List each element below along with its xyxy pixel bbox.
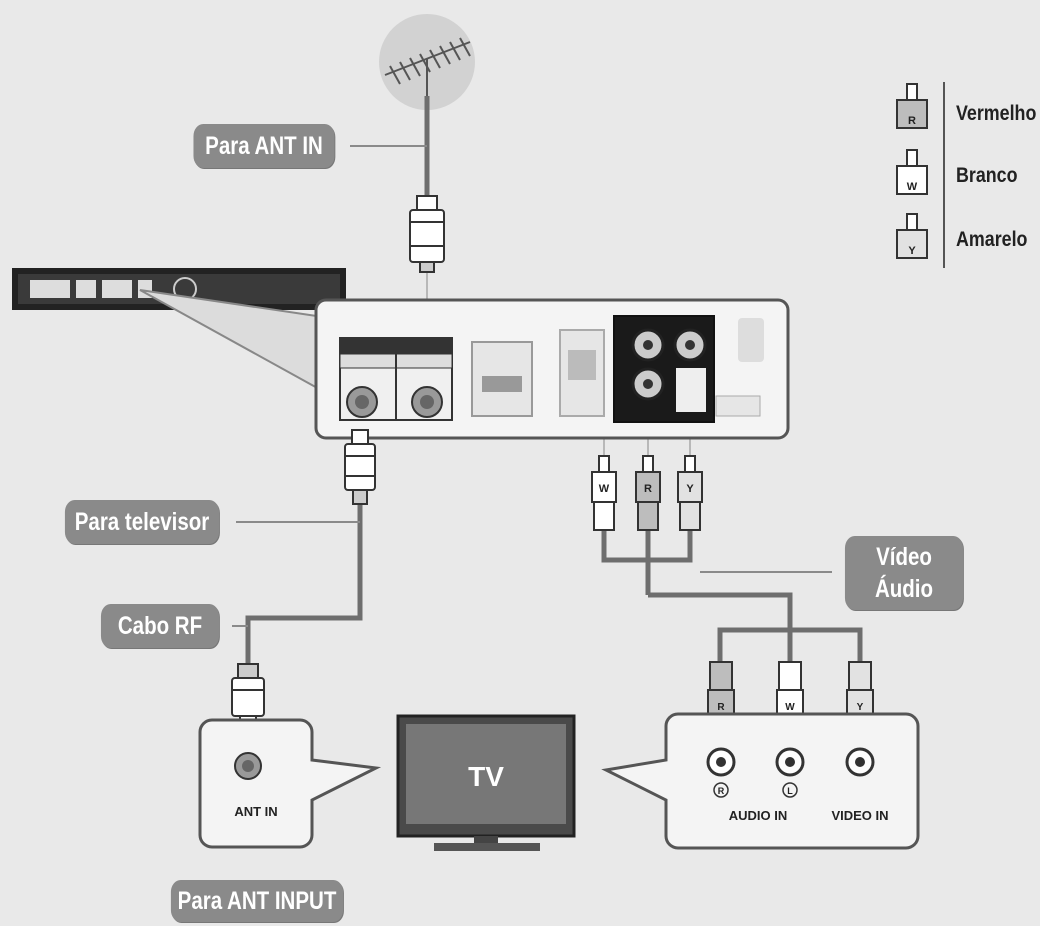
callout-ant-input: Para ANT INPUT: [170, 880, 344, 922]
leader-lines: [232, 145, 832, 627]
rf-cable: [245, 505, 363, 668]
plug-r-top-letter: R: [644, 483, 652, 495]
legend-yellow-label: Amarelo: [956, 228, 1028, 251]
video-in-label: VIDEO IN: [831, 808, 888, 823]
legend-white-letter: W: [907, 181, 918, 193]
plug-y-bottom-letter: Y: [857, 702, 864, 713]
legend-red-letter: R: [908, 115, 916, 127]
av-cable-run: [648, 592, 793, 630]
rca-plug-w-top-icon: [591, 455, 617, 531]
callout-cabo-rf: Cabo RF: [100, 604, 220, 648]
tv-label: TV: [468, 761, 504, 792]
rca-plug-y-top-icon: [677, 455, 703, 531]
legend-yellow-letter: Y: [908, 245, 916, 257]
legend-white-plug-icon: [896, 149, 928, 195]
audio-r-label: R: [718, 786, 725, 796]
plug-y-top-letter: Y: [686, 483, 694, 495]
legend-yellow-plug-icon: [896, 213, 928, 259]
legend-red-label: Vermelho: [956, 102, 1037, 125]
callout-video-text: Vídeo: [876, 543, 932, 571]
tv-ant-in-label: ANT IN: [234, 804, 277, 819]
plug-w-bottom-letter: W: [785, 702, 795, 713]
antenna-icon: [379, 14, 475, 110]
callout-video-audio: Vídeo Áudio: [844, 536, 964, 610]
cables: [245, 96, 863, 668]
rca-plugs-top: [591, 455, 703, 531]
coax-plug-out-icon: [344, 429, 376, 505]
legend-box: [896, 82, 945, 268]
audio-in-label: AUDIO IN: [729, 808, 788, 823]
tv-av-panel: [601, 712, 920, 850]
tv-ant-panel: [198, 718, 382, 849]
rca-plug-r-top-icon: [635, 455, 661, 531]
tv-icon: [396, 714, 576, 851]
plug-w-top-letter: W: [599, 483, 610, 495]
coax-plug-antenna-icon: [409, 195, 445, 273]
callout-televisor: Para televisor: [64, 500, 220, 544]
legend-white-label: Branco: [956, 164, 1018, 187]
rear-panel-closeup: [314, 298, 790, 440]
legend-red-plug-icon: [896, 83, 928, 129]
plug-r-bottom-letter: R: [717, 702, 725, 713]
callout-audio-text: Áudio: [874, 575, 934, 603]
audio-l-label: L: [787, 786, 793, 796]
callout-ant-in: Para ANT IN: [193, 124, 335, 168]
